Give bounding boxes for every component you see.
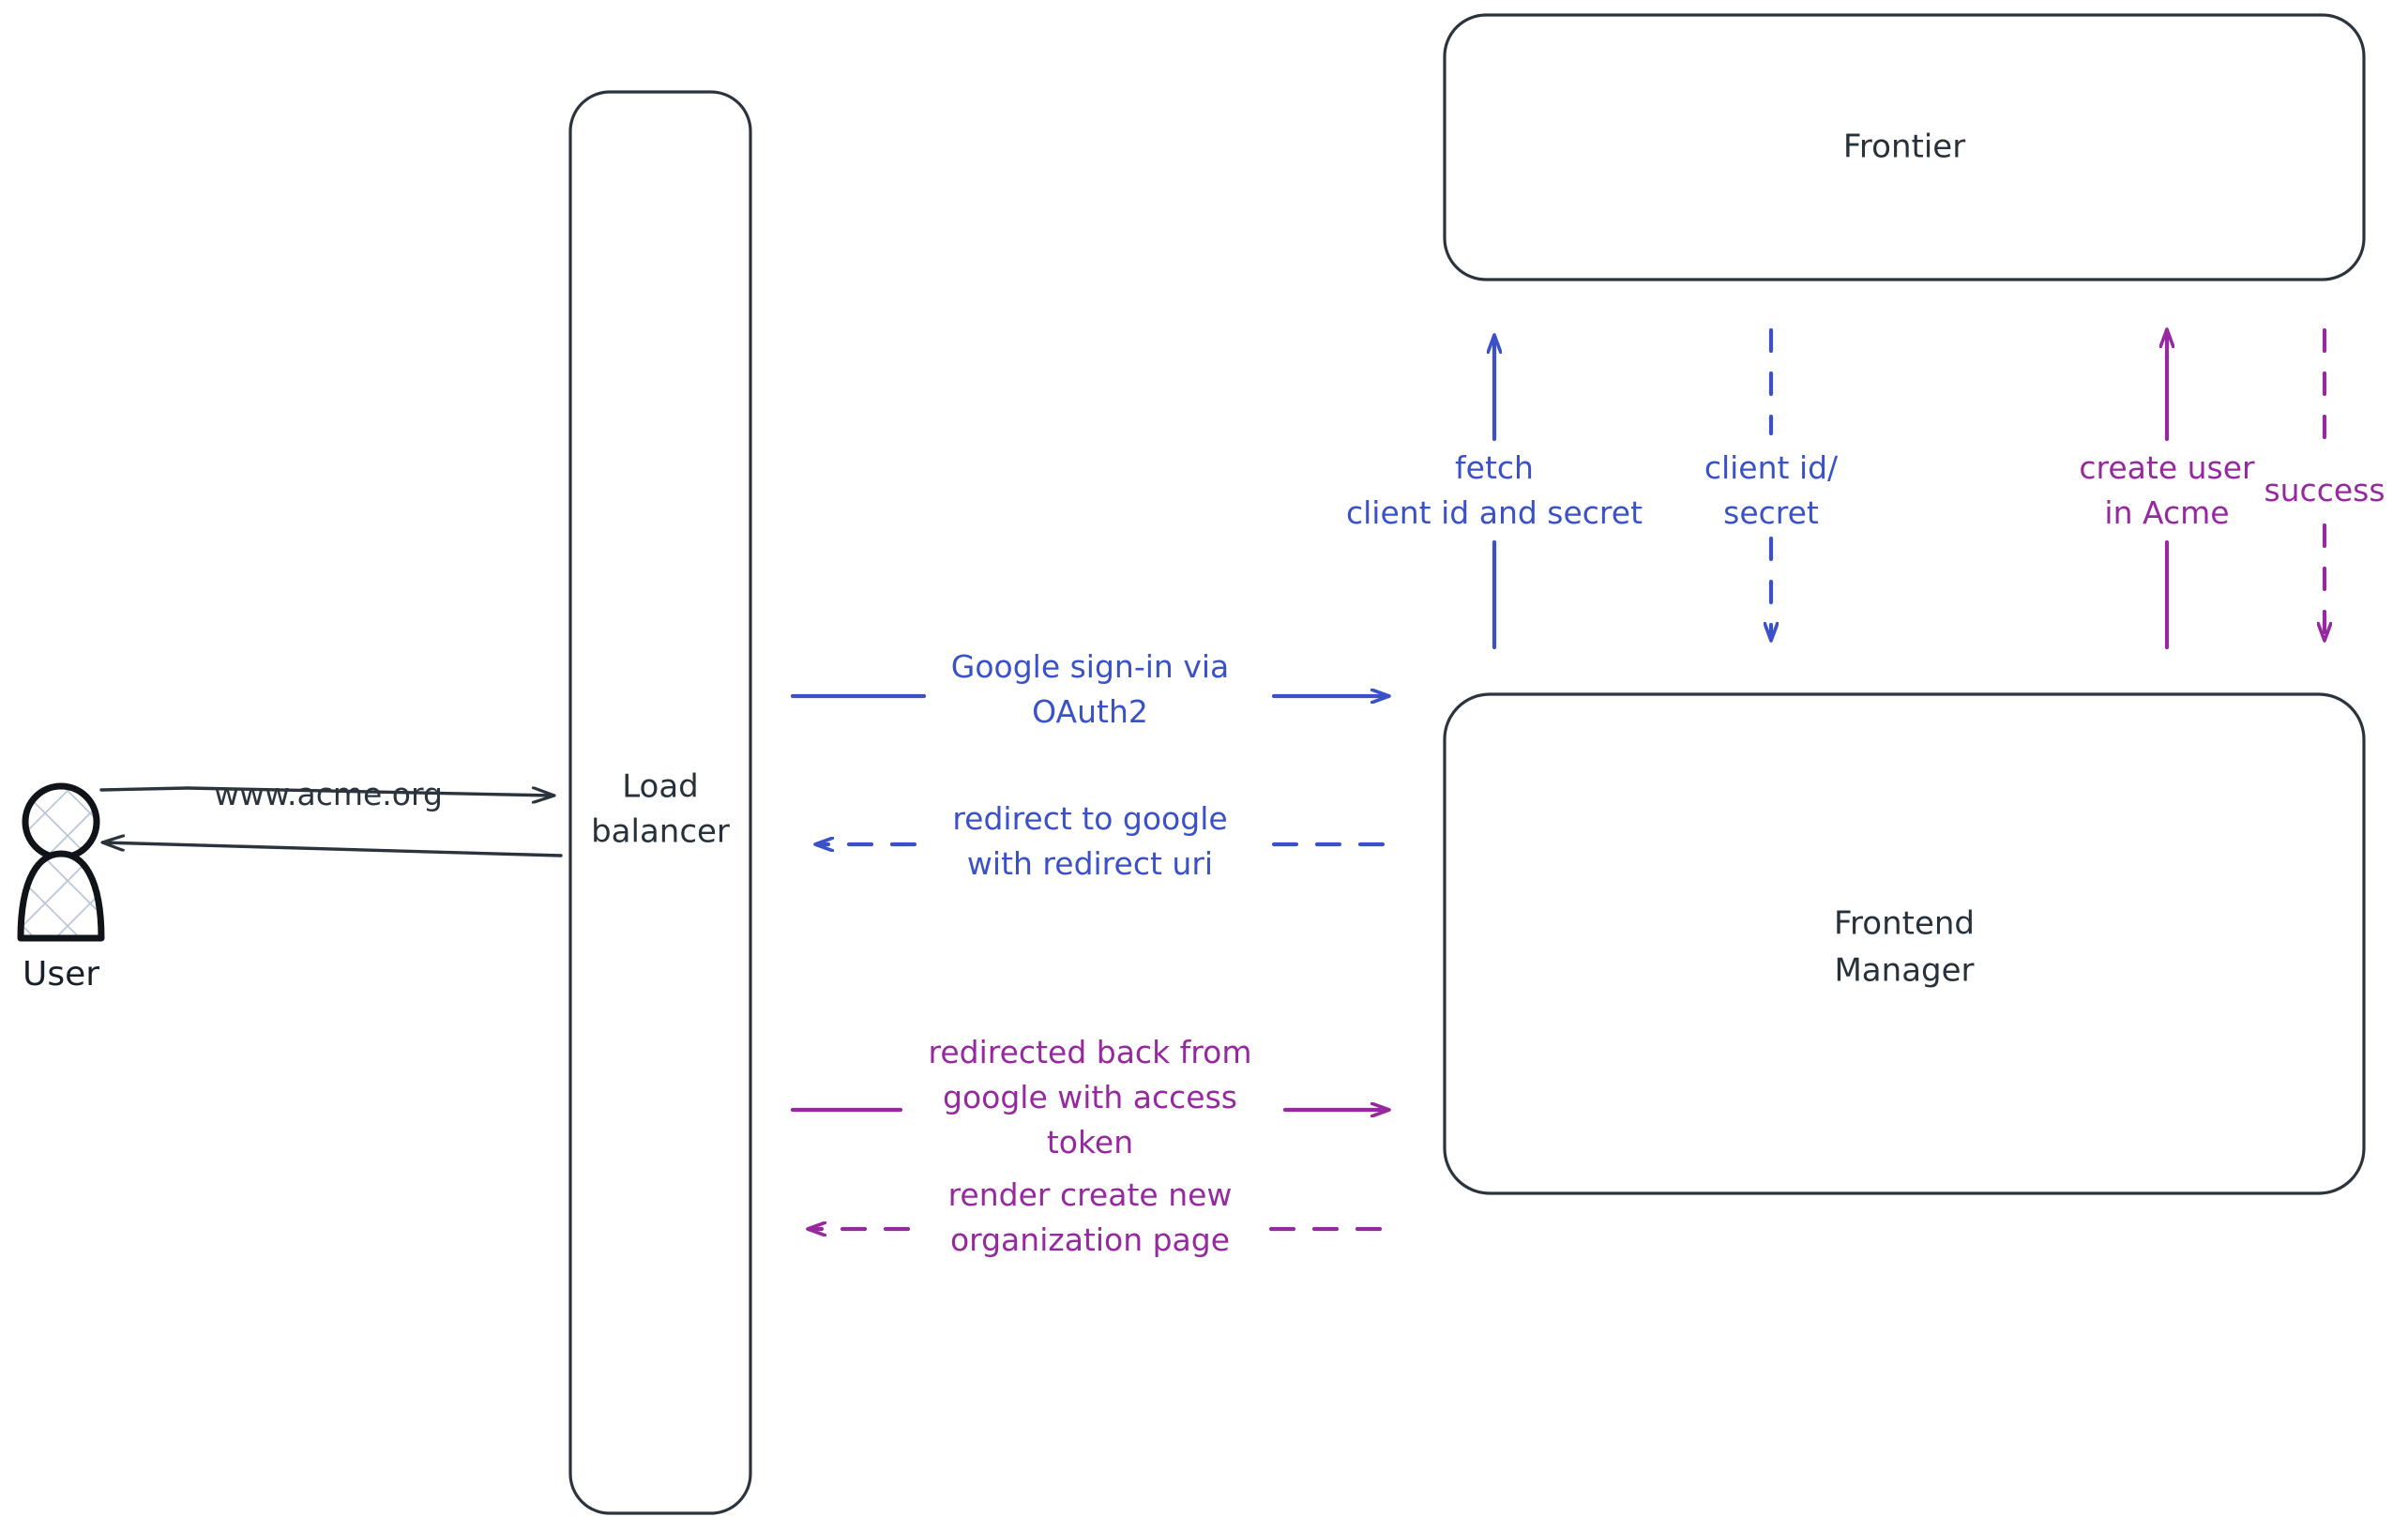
edge-user-to-lb[interactable]: www.acme.org bbox=[99, 776, 553, 812]
edge-lb-to-fm-token[interactable]: redirected back from google with access … bbox=[790, 1034, 1388, 1160]
edge-redirect-label-line1: redirect to google bbox=[952, 800, 1227, 837]
frontend-manager-box bbox=[1443, 692, 2366, 1195]
user-body-icon bbox=[17, 850, 105, 942]
edge-lb-to-user-line bbox=[103, 842, 563, 857]
frontend-manager-label-line1: Frontend bbox=[1834, 905, 1975, 943]
load-balancer-label-line1: Load bbox=[622, 768, 699, 806]
edge-success-label-line1: success bbox=[2264, 472, 2385, 508]
load-balancer-box bbox=[568, 90, 752, 1515]
edge-user-to-lb-label: www.acme.org bbox=[214, 776, 443, 812]
edge-frontier-to-fm-creds[interactable]: client id/ secret bbox=[1704, 327, 1839, 640]
edge-signin-label-line2: OAuth2 bbox=[1032, 693, 1148, 730]
edge-fm-to-frontier-fetch[interactable]: fetch client id and secret bbox=[1346, 336, 1643, 650]
edge-token-label-line2: google with access bbox=[943, 1079, 1237, 1115]
node-frontier[interactable]: Frontier bbox=[1443, 13, 2366, 281]
edge-frontier-to-fm-success[interactable]: success bbox=[2264, 327, 2385, 640]
edge-fm-to-frontier-create-user[interactable]: create user in Acme bbox=[2079, 330, 2255, 650]
edge-token-label-line1: redirected back from bbox=[929, 1034, 1252, 1070]
edge-redirect-label-line2: with redirect uri bbox=[967, 845, 1213, 882]
frontier-box bbox=[1443, 13, 2366, 281]
node-user[interactable]: User bbox=[17, 782, 105, 994]
edge-user-to-lb-line-right bbox=[186, 786, 553, 796]
edge-lb-to-fm-signin[interactable]: Google sign-in via OAuth2 bbox=[790, 648, 1388, 730]
edge-render-label-line2: organization page bbox=[950, 1221, 1230, 1258]
edge-render-label-line1: render create new bbox=[948, 1176, 1233, 1213]
edge-signin-label-line1: Google sign-in via bbox=[951, 648, 1229, 685]
user-label: User bbox=[23, 955, 99, 994]
user-head-icon bbox=[22, 782, 100, 861]
edge-token-label-line3: token bbox=[1047, 1124, 1133, 1160]
edge-lb-to-user[interactable] bbox=[103, 842, 563, 857]
frontier-label: Frontier bbox=[1843, 129, 1965, 166]
edge-creds-label-line2: secret bbox=[1723, 494, 1819, 531]
load-balancer-label-line2: balancer bbox=[591, 813, 730, 851]
edge-fetch-label-line1: fetch bbox=[1455, 449, 1534, 486]
edge-create-user-label-line2: in Acme bbox=[2104, 494, 2229, 531]
edge-create-user-label-line1: create user bbox=[2079, 449, 2255, 486]
edge-fm-to-lb-render[interactable]: render create new organization page bbox=[809, 1176, 1401, 1258]
node-frontend-manager[interactable]: Frontend Manager bbox=[1443, 692, 2366, 1195]
edge-fm-to-lb-redirect[interactable]: redirect to google with redirect uri bbox=[816, 800, 1401, 882]
edge-user-to-lb-line-left bbox=[99, 786, 189, 792]
edge-fetch-label-line2: client id and secret bbox=[1346, 494, 1643, 531]
edge-creds-label-line1: client id/ bbox=[1704, 449, 1839, 486]
node-load-balancer[interactable]: Load balancer bbox=[568, 90, 752, 1515]
frontend-manager-label-line2: Manager bbox=[1834, 952, 1974, 990]
